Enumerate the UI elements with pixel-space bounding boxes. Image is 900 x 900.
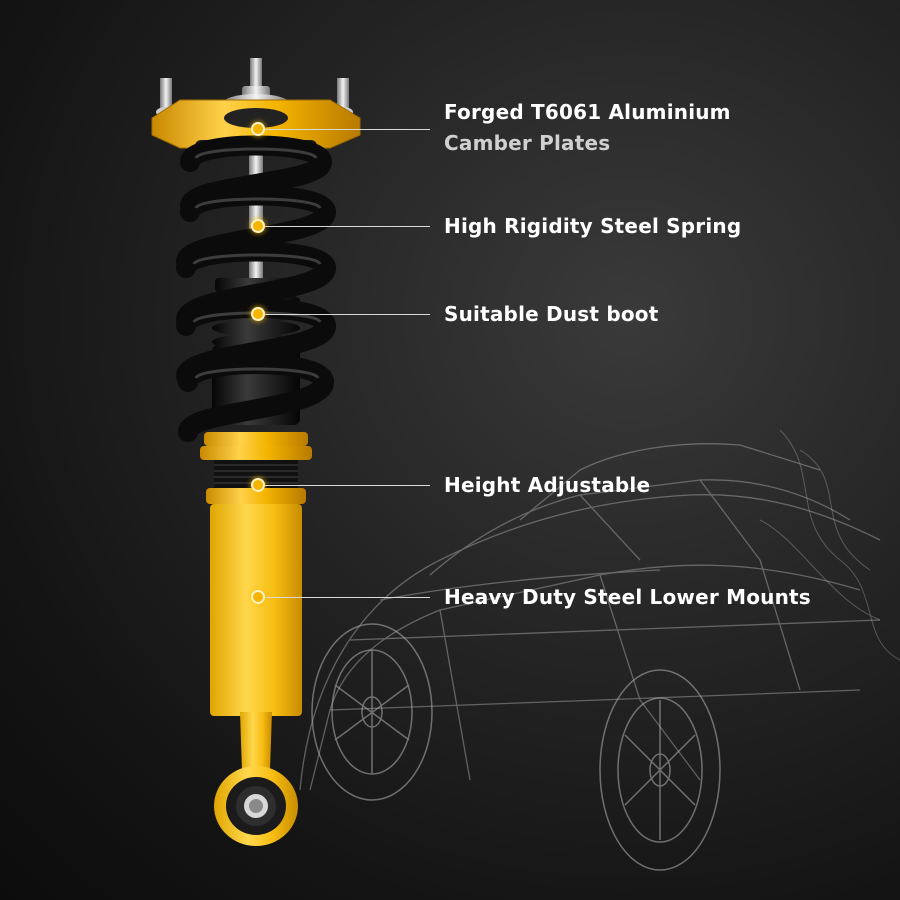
callout-label-lower-mounts: Heavy Duty Steel Lower Mounts	[444, 585, 811, 609]
front-wheel-wireframe	[311, 623, 433, 801]
callout-label-steel-spring: High Rigidity Steel Spring	[444, 214, 742, 238]
callout-line-camber-plates	[258, 129, 430, 130]
rear-wheel-wireframe	[599, 669, 721, 871]
callout-label-dust-boot: Suitable Dust boot	[444, 302, 659, 326]
callout-line-steel-spring	[258, 226, 430, 227]
callout-dot-steel-spring	[251, 219, 265, 233]
callout-line-lower-mounts	[258, 597, 430, 598]
callout-dot-dust-boot	[251, 307, 265, 321]
callout-dot-camber-plates	[251, 122, 265, 136]
callout-dot-lower-mounts	[251, 590, 265, 604]
callout-label-camber-plates-line1: Forged T6061 Aluminium	[444, 100, 731, 124]
callout-dot-height-adjustable	[251, 478, 265, 492]
callout-line-dust-boot	[258, 314, 430, 315]
smoke-wisp	[759, 429, 900, 661]
callout-label-camber-plates: Forged T6061 Aluminium Camber Plates	[444, 97, 731, 159]
callout-label-height-adjustable: Height Adjustable	[444, 473, 651, 497]
callout-line-height-adjustable	[258, 485, 430, 486]
callout-label-camber-plates-line2: Camber Plates	[444, 131, 611, 155]
